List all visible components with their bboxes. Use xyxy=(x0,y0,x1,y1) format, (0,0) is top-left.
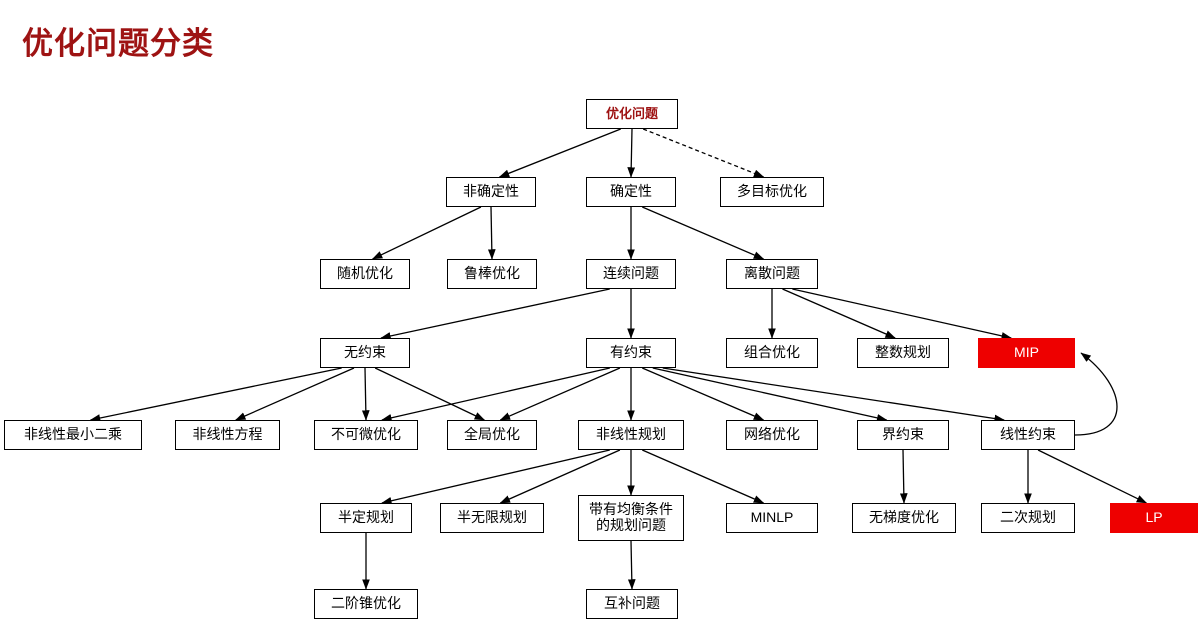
node-nleq[interactable]: 非线性方程 xyxy=(175,420,280,450)
node-multiobj[interactable]: 多目标优化 xyxy=(720,177,824,207)
node-qp[interactable]: 二次规划 xyxy=(981,503,1075,533)
node-globalopt[interactable]: 全局优化 xyxy=(447,420,537,450)
page-title: 优化问题分类 xyxy=(22,26,214,61)
node-derivfree[interactable]: 无梯度优化 xyxy=(852,503,956,533)
edge-constr-to-boundconstr xyxy=(652,367,888,422)
node-nonsmooth[interactable]: 不可微优化 xyxy=(314,420,418,450)
node-nlsq[interactable]: 非线性最小二乘 xyxy=(4,420,142,450)
edge-nlp-to-minlp xyxy=(642,449,765,504)
edge-nlp-to-sip xyxy=(499,449,621,504)
node-root[interactable]: 优化问题 xyxy=(586,99,678,129)
edge-unconstr-to-nlsq xyxy=(89,367,342,422)
edge-certain-to-discrete xyxy=(642,206,765,260)
edge-constr-to-nonsmooth xyxy=(381,367,610,422)
edge-unconstr-to-globalopt xyxy=(374,367,485,421)
node-constr[interactable]: 有约束 xyxy=(586,338,676,368)
node-uncertain[interactable]: 非确定性 xyxy=(446,177,536,207)
edge-linconstr-to-mip xyxy=(1074,352,1118,436)
edge-root-to-certain xyxy=(627,128,636,178)
edge-continuous-to-unconstr xyxy=(380,288,610,340)
node-mip[interactable]: MIP xyxy=(978,338,1075,368)
node-sip[interactable]: 半无限规划 xyxy=(440,503,544,533)
node-nlp[interactable]: 非线性规划 xyxy=(578,420,684,450)
node-network[interactable]: 网络优化 xyxy=(726,420,818,450)
node-intprog[interactable]: 整数规划 xyxy=(857,338,949,368)
node-stochastic[interactable]: 随机优化 xyxy=(320,259,410,289)
edge-uncertain-to-stochastic xyxy=(371,206,482,260)
edge-constr-to-globalopt xyxy=(499,367,621,421)
node-complement[interactable]: 互补问题 xyxy=(586,589,678,619)
edge-uncertain-to-robust xyxy=(487,206,496,260)
edge-root-to-multiobj xyxy=(642,128,765,178)
edge-discrete-to-intprog xyxy=(782,288,896,339)
node-socp[interactable]: 二阶锥优化 xyxy=(314,589,418,619)
edge-unconstr-to-nleq xyxy=(235,367,355,421)
node-combopt[interactable]: 组合优化 xyxy=(726,338,818,368)
edges xyxy=(89,128,1148,590)
edge-constr-to-network xyxy=(642,367,765,421)
node-minlp[interactable]: MINLP xyxy=(726,503,818,533)
edge-root-to-uncertain xyxy=(498,128,621,178)
node-certain[interactable]: 确定性 xyxy=(586,177,676,207)
node-lp[interactable]: LP xyxy=(1110,503,1198,533)
node-robust[interactable]: 鲁棒优化 xyxy=(447,259,537,289)
node-continuous[interactable]: 连续问题 xyxy=(586,259,676,289)
node-linconstr[interactable]: 线性约束 xyxy=(981,420,1075,450)
node-mpec[interactable]: 带有均衡条件 的规划问题 xyxy=(578,495,684,541)
edge-nlp-to-sdp xyxy=(381,449,610,505)
edge-discrete-to-mip xyxy=(792,288,1012,340)
node-boundconstr[interactable]: 界约束 xyxy=(857,420,949,450)
edge-unconstr-to-nonsmooth xyxy=(361,367,370,421)
node-sdp[interactable]: 半定规划 xyxy=(320,503,412,533)
edge-constr-to-linconstr xyxy=(662,367,1005,423)
edge-boundconstr-to-derivfree xyxy=(899,449,908,504)
node-discrete[interactable]: 离散问题 xyxy=(726,259,818,289)
edge-mpec-to-complement xyxy=(627,540,636,590)
node-unconstr[interactable]: 无约束 xyxy=(320,338,410,368)
edge-linconstr-to-lp xyxy=(1037,449,1148,504)
